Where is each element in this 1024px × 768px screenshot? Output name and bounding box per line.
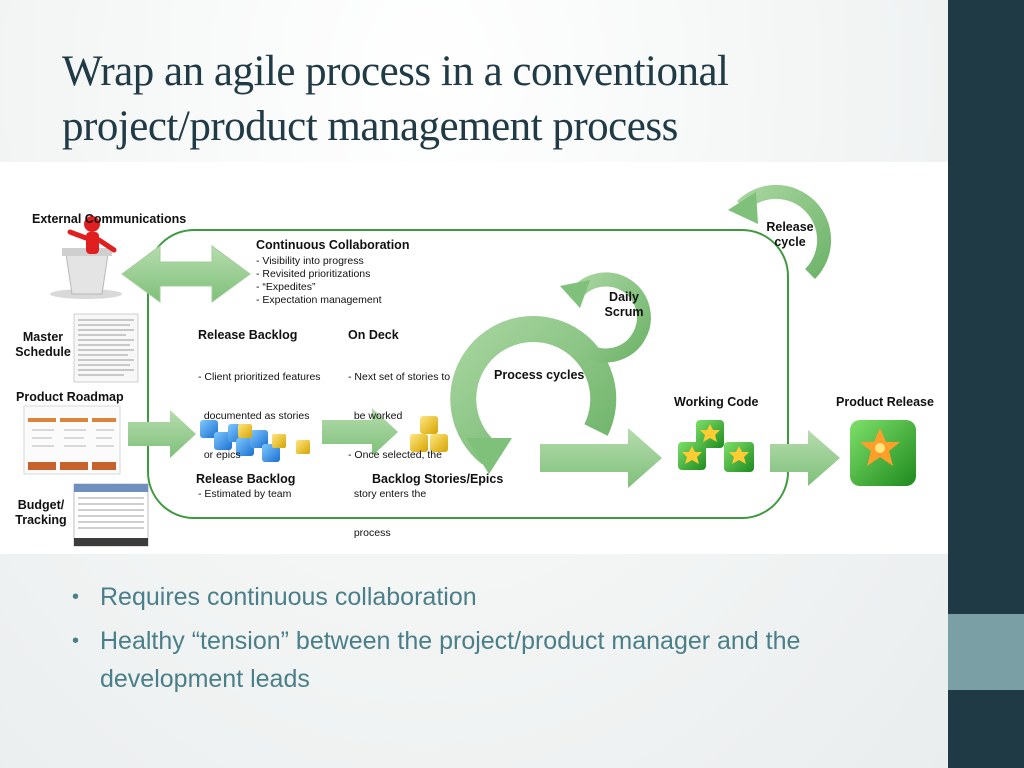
product-roadmap-thumbnail <box>23 405 121 475</box>
collaboration-item: - Visibility into progress <box>256 255 364 267</box>
bullet-item: • Requires continuous collaboration <box>72 578 942 616</box>
on-deck-block: On Deck - Next set of stories to be work… <box>348 328 450 566</box>
release-backlog-item: or epics <box>198 449 241 461</box>
bullet-text: Requires continuous collaboration <box>100 583 477 611</box>
slide-title: Wrap an agile process in a conventional … <box>62 48 729 150</box>
speaker-podium-icon <box>50 216 122 299</box>
collaboration-item: - “Expedites” <box>256 281 316 293</box>
on-deck-title: On Deck <box>348 328 399 342</box>
daily-scrum-label: Daily Scrum <box>604 290 644 319</box>
bullet-text: Healthy “tension” between the project/pr… <box>100 627 801 693</box>
product-roadmap-label: Product Roadmap <box>16 390 124 404</box>
collaboration-item: - Expectation management <box>256 294 382 306</box>
on-deck-item: - Next set of stories to <box>348 371 451 383</box>
release-backlog-cubes-icon <box>200 420 310 462</box>
working-code-label: Working Code <box>674 395 759 409</box>
working-code-to-release-arrow <box>770 430 840 486</box>
diagram-graphics <box>23 184 916 547</box>
daily-scrum-arc <box>570 272 651 363</box>
on-deck-item: - Once selected, the <box>348 449 442 461</box>
release-cycle-label: Release cycle <box>766 220 814 249</box>
daily-scrum-arrowhead <box>560 280 590 308</box>
backlog-to-stories-arrow <box>322 408 398 456</box>
release-backlog-block: Release Backlog - Client prioritized fea… <box>198 328 321 527</box>
on-deck-item: process <box>348 527 391 539</box>
release-backlog-caption: Release Backlog <box>196 472 296 486</box>
process-cycles-arc <box>450 315 617 465</box>
release-backlog-item: documented as stories <box>198 410 310 422</box>
backlog-stories-cubes-icon <box>410 416 448 452</box>
product-release-label: Product Release <box>836 395 934 409</box>
on-deck-item: be worked <box>348 410 403 422</box>
external-communications-label: External Communications <box>32 212 187 226</box>
working-code-cubes-icon <box>678 420 754 472</box>
sidebar-accent-block <box>948 614 1024 690</box>
release-cycle-arc <box>737 184 832 279</box>
master-schedule-thumbnail <box>73 313 139 383</box>
master-schedule-label: Master Schedule <box>15 330 71 359</box>
release-cycle-arrowhead <box>728 192 758 224</box>
process-diagram: External Communications Master Schedule … <box>0 162 948 554</box>
backlog-stories-epics-label: Backlog Stories/Epics <box>372 472 504 486</box>
bullet-dot-icon: • <box>72 630 80 652</box>
process-cycles-arrowhead <box>466 438 512 474</box>
collaboration-double-arrow <box>121 245 251 303</box>
release-backlog-title: Release Backlog <box>198 328 298 342</box>
process-frame <box>147 229 789 519</box>
budget-spreadsheet-thumbnail <box>73 483 149 547</box>
bullet-item: • Healthy “tension” between the project/… <box>72 622 942 698</box>
on-deck-item: story enters the <box>348 488 427 500</box>
bullet-dot-icon: • <box>72 586 80 608</box>
release-backlog-item: - Estimated by team <box>198 488 292 500</box>
product-release-cube-icon <box>850 420 916 486</box>
budget-tracking-label: Budget/ Tracking <box>15 498 67 527</box>
continuous-collaboration-title: Continuous Collaboration <box>256 238 410 252</box>
process-cycles-label: Process cycles <box>494 368 585 382</box>
process-to-working-code-arrow <box>540 428 662 488</box>
bullet-list: • Requires continuous collaboration • He… <box>72 578 942 704</box>
roadmap-input-arrow <box>128 410 196 458</box>
collaboration-item: - Revisited prioritizations <box>256 268 371 280</box>
release-backlog-item: - Client prioritized features <box>198 371 321 383</box>
continuous-collaboration-block: Continuous Collaboration - Visibility in… <box>256 238 409 307</box>
